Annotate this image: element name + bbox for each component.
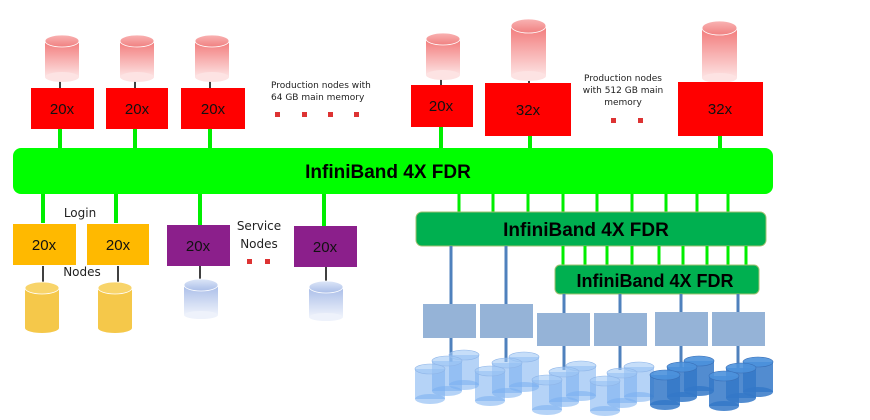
ellipsis-dot <box>265 259 270 264</box>
node-count-label: 20x <box>106 237 131 254</box>
service-node-1[interactable]: 20x <box>167 225 230 266</box>
node-count-label: 20x <box>125 101 150 118</box>
service-disk <box>183 278 219 319</box>
storage-infiniband-bus-2[interactable]: InfiniBand 4X FDR <box>554 264 760 295</box>
ellipsis-dot <box>611 118 616 123</box>
storage-bus2-links <box>561 246 748 265</box>
note-512gb: Production nodes with 512 GB main memory <box>583 74 664 108</box>
note-line: Production nodes <box>584 74 662 84</box>
service-label-top: Service <box>237 219 281 233</box>
prod-node-20x-3[interactable]: 20x <box>181 88 245 129</box>
login-label-bottom: Nodes <box>63 265 101 279</box>
login-label-top: Login <box>64 206 96 220</box>
node-count-label: 20x <box>50 101 75 118</box>
login-node-2[interactable]: 20x <box>87 224 149 265</box>
prod-disk <box>510 18 547 81</box>
bus-label: InfiniBand 4X FDR <box>305 162 471 183</box>
disk-cluster <box>589 361 655 416</box>
service-disk-links <box>199 266 327 281</box>
ellipsis-dot <box>328 112 333 117</box>
disk-cluster <box>649 355 715 410</box>
node-count-label: 32x <box>516 102 541 119</box>
prod-disk <box>44 34 80 82</box>
node-count-label: 32x <box>708 101 733 118</box>
storage-disk <box>414 363 446 404</box>
note-64gb: Production nodes with 64 GB main memory <box>271 81 371 103</box>
storage-disk <box>474 365 506 406</box>
prod-disk <box>701 20 738 83</box>
ellipsis-dots-64gb <box>275 112 359 117</box>
lower-links <box>41 194 326 226</box>
service-disk <box>308 280 344 321</box>
prod-disk <box>194 34 230 82</box>
ellipsis-dot <box>638 118 643 123</box>
note-line: Production nodes with <box>271 81 371 91</box>
prod-links <box>58 127 722 150</box>
storage-disk <box>708 370 740 411</box>
storage-disk <box>589 375 621 416</box>
prod-node-32x-1[interactable]: 32x <box>485 83 571 136</box>
storage-server-links <box>449 246 740 370</box>
prod-disk <box>119 34 155 82</box>
service-node-2[interactable]: 20x <box>294 226 357 267</box>
disk-cluster <box>708 356 774 411</box>
storage-server[interactable] <box>423 304 476 338</box>
prod-node-20x-1[interactable]: 20x <box>31 88 94 129</box>
ellipsis-dots-512gb <box>611 118 643 123</box>
login-disk <box>24 281 60 333</box>
ellipsis-dot <box>354 112 359 117</box>
prod-node-20x-2[interactable]: 20x <box>106 88 168 129</box>
note-line: 64 GB main memory <box>271 93 365 103</box>
prod-node-32x-2[interactable]: 32x <box>678 82 763 136</box>
disk-cluster <box>474 351 540 406</box>
disk-cluster <box>414 349 480 404</box>
service-label-bottom: Nodes <box>240 237 278 251</box>
ellipsis-dots-service <box>247 259 270 264</box>
ellipsis-dot <box>247 259 252 264</box>
bus-label: InfiniBand 4X FDR <box>503 220 669 241</box>
storage-server[interactable] <box>537 313 590 346</box>
disk-cluster <box>531 360 597 415</box>
node-count-label: 20x <box>313 239 338 256</box>
storage-server[interactable] <box>594 313 647 346</box>
bus-label: InfiniBand 4X FDR <box>577 271 734 291</box>
prod-node-20x-4[interactable]: 20x <box>411 85 473 127</box>
login-node-1[interactable]: 20x <box>13 224 76 265</box>
node-count-label: 20x <box>201 101 226 118</box>
storage-server[interactable] <box>655 312 708 346</box>
storage-server[interactable] <box>480 304 533 338</box>
storage-infiniband-bus-1[interactable]: InfiniBand 4X FDR <box>415 211 767 247</box>
node-count-label: 20x <box>32 237 57 254</box>
note-line: with 512 GB main <box>583 86 664 96</box>
login-disk <box>97 281 133 333</box>
storage-server[interactable] <box>712 312 765 346</box>
ellipsis-dot <box>275 112 280 117</box>
main-infiniband-bus[interactable]: InfiniBand 4X FDR <box>13 148 773 194</box>
storage-bus1-links <box>457 194 730 212</box>
node-count-label: 20x <box>429 98 454 115</box>
login-disk-links <box>42 266 119 282</box>
note-line: memory <box>604 98 642 108</box>
storage-disk <box>649 369 681 410</box>
prod-disk <box>425 32 461 80</box>
ellipsis-dot <box>302 112 307 117</box>
storage-disk-arrays <box>414 349 774 416</box>
storage-servers <box>423 304 765 346</box>
storage-disk <box>531 374 563 415</box>
node-count-label: 20x <box>186 238 211 255</box>
